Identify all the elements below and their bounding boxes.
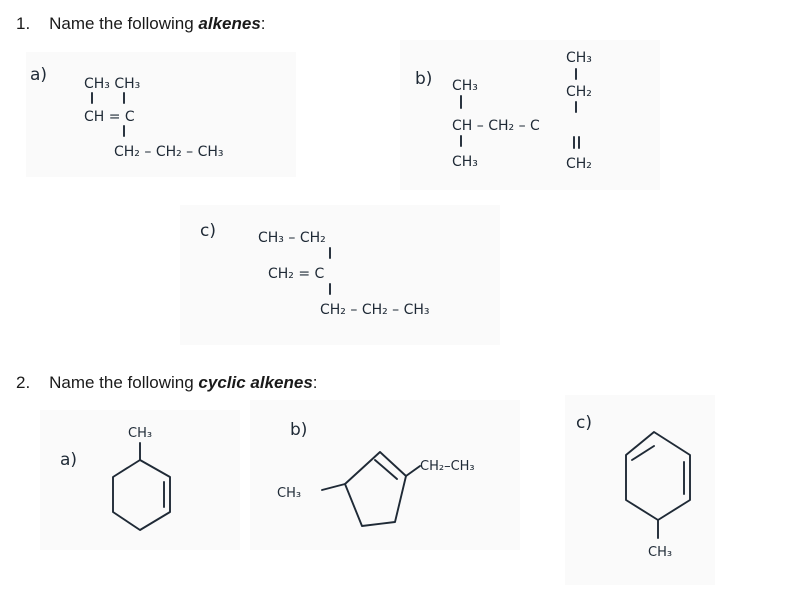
q1a-structure: a) CH₃ CH₃ CH = C CH₂ – CH₂ – CH₃: [30, 65, 224, 160]
q1b-right-bottom: CH₂: [566, 156, 592, 172]
scan-patch-1b: [400, 40, 660, 190]
question-1-number: 1.: [16, 14, 31, 33]
q1b-left-bottom: CH₃: [452, 154, 478, 170]
q1c-structure: c) CH₃ – CH₂ CH₂ = C CH₂ – CH₂ – CH₃: [200, 221, 430, 318]
q1a-row1: CH₃ CH₃: [84, 76, 140, 92]
scan-patch-2a: [40, 410, 240, 550]
q2a-label: a): [60, 450, 77, 470]
question-2-title: 2. Name the following cyclic alkenes:: [16, 373, 318, 393]
q2b-double-bond: [374, 459, 398, 480]
q2c-label: c): [576, 413, 592, 433]
q1b-structure: b) CH₃ CH₂ CH₃ CH – CH₂ – C CH₃ CH₂: [415, 50, 592, 172]
q1b-label: b): [415, 69, 432, 89]
q1a-label: a): [30, 65, 47, 85]
question-2-emphasis: cyclic alkenes: [198, 373, 313, 392]
scan-patch-2b: [250, 400, 520, 550]
q1b-main: CH – CH₂ – C: [452, 118, 540, 134]
q1c-row1: CH₃ – CH₂: [258, 230, 326, 246]
q2c-double-bond: [631, 445, 655, 461]
q2c-structure: c) CH₃: [576, 413, 691, 560]
q2b-ring: [344, 451, 407, 527]
scan-patch-1c: [180, 205, 500, 345]
q2b-bond: [405, 465, 421, 477]
q1c-row3: CH₂ – CH₂ – CH₃: [320, 302, 430, 318]
q1c-label: c): [200, 221, 216, 241]
q2a-ring: [112, 459, 171, 531]
q2c-substituent: CH₃: [648, 545, 672, 560]
q2b-right-sub: CH₂–CH₃: [420, 459, 475, 474]
q2b-label: b): [290, 420, 307, 440]
question-2-suffix: :: [312, 373, 318, 392]
q2b-structure: b) CH₃ CH₂–CH₃: [277, 420, 475, 527]
question-2-number: 2.: [16, 373, 31, 392]
q2b-bond: [321, 483, 346, 491]
q1a-row3: CH₂ – CH₂ – CH₃: [114, 144, 224, 160]
q1b-top2: CH₂: [566, 84, 592, 100]
question-1-prefix: Name the following: [49, 14, 199, 33]
q2a-structure: a) CH₃: [60, 426, 171, 531]
scan-patch-1a: [26, 52, 296, 177]
question-1-suffix: :: [260, 14, 266, 33]
q1a-row2: CH = C: [84, 109, 135, 125]
q2a-substituent: CH₃: [128, 426, 152, 441]
q2b-left-sub: CH₃: [277, 486, 301, 501]
question-2-prefix: Name the following: [49, 373, 199, 392]
question-1-emphasis: alkenes: [198, 14, 261, 33]
question-1-title: 1. Name the following alkenes:: [16, 14, 266, 34]
q1b-left-top: CH₃: [452, 78, 478, 94]
q1b-top1: CH₃: [566, 50, 592, 66]
q1c-row2: CH₂ = C: [268, 266, 325, 282]
